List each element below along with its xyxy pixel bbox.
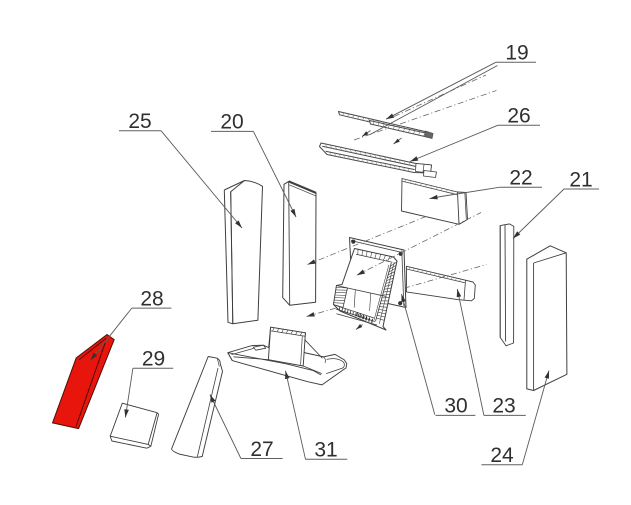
svg-text:27: 27 <box>250 438 273 461</box>
svg-text:25: 25 <box>128 110 151 133</box>
svg-text:19: 19 <box>505 42 528 65</box>
svg-text:23: 23 <box>492 395 515 418</box>
svg-text:28: 28 <box>140 288 163 311</box>
svg-text:22: 22 <box>509 167 532 190</box>
svg-text:30: 30 <box>444 395 467 418</box>
svg-text:26: 26 <box>507 105 530 128</box>
svg-text:24: 24 <box>490 444 514 467</box>
svg-text:20: 20 <box>220 111 243 134</box>
svg-text:21: 21 <box>569 169 592 192</box>
svg-text:29: 29 <box>142 348 165 371</box>
svg-text:31: 31 <box>314 439 337 462</box>
